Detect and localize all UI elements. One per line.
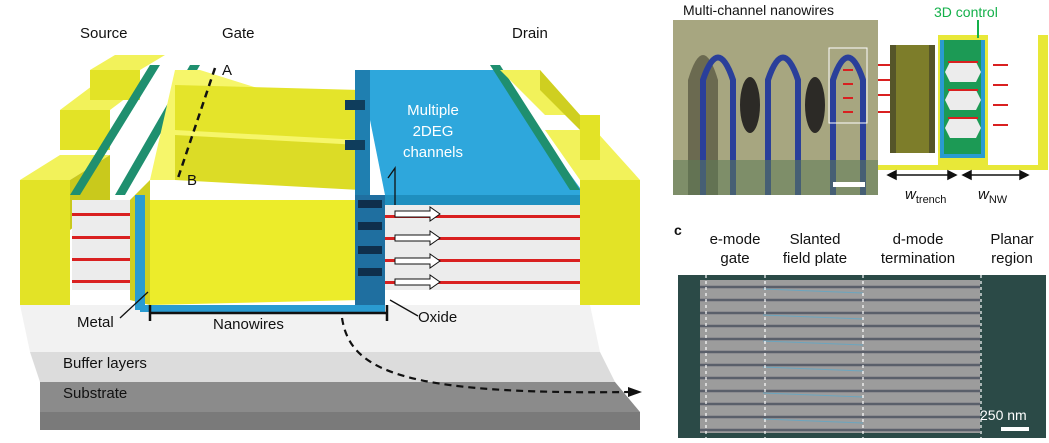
w-trench-label: wtrench — [905, 186, 946, 206]
substrate-layer — [40, 382, 640, 412]
channel-arrows — [394, 206, 441, 290]
point-a-label: A — [222, 62, 233, 79]
ab-cut-line — [176, 67, 217, 179]
gate-label: Gate — [222, 25, 255, 42]
sem-c-scale-bar — [1001, 427, 1029, 431]
planar-sem-image — [678, 275, 1046, 438]
point-b-label: B — [187, 172, 198, 189]
col-slanted-line2: field plate — [782, 250, 848, 267]
w-trench-sub: trench — [915, 194, 947, 206]
sem-scale-bar — [833, 182, 865, 187]
width-arrows — [886, 169, 1030, 181]
w-trench-main: w — [905, 186, 916, 203]
oxide-label: Oxide — [418, 309, 458, 326]
col-dmode-line1: d-mode — [892, 231, 944, 248]
col-dmode-line2: termination — [880, 250, 956, 267]
panel-c-letter: c — [674, 222, 682, 238]
col-planar-line1: Planar — [990, 231, 1034, 248]
drain-channel-stack — [385, 205, 585, 290]
metal-strip — [70, 65, 160, 195]
device-3d-schematic — [20, 55, 642, 430]
drain-pad — [580, 180, 640, 305]
nanowire-fins — [700, 54, 866, 195]
drain-label: Drain — [512, 25, 548, 42]
channels-label-line2: 2DEG — [412, 123, 454, 140]
source-label: Source — [80, 25, 128, 42]
oxide-layer — [140, 305, 385, 312]
w-nw-label: wNW — [978, 186, 1007, 206]
w-nw-sub: NW — [988, 194, 1008, 206]
channels-label-line1: Multiple — [407, 102, 459, 119]
control-label: 3D control — [934, 4, 998, 20]
col-emode: e-mode gate — [700, 230, 770, 268]
metal-label: Metal — [77, 314, 114, 331]
nanowire-lines — [700, 285, 980, 432]
col-slanted: Slanted field plate — [770, 230, 860, 268]
substrate-label: Substrate — [63, 385, 128, 402]
buffer-layer — [30, 352, 615, 382]
zoom-arrow — [340, 317, 631, 394]
drain-channel-region — [360, 70, 585, 195]
gate-body — [130, 200, 360, 305]
channels-label-line3: channels — [402, 144, 464, 161]
col-emode-line2: gate — [720, 250, 750, 267]
nanowires-label: Nanowires — [213, 316, 284, 333]
panel-b-title: Multi-channel nanowires — [683, 2, 834, 18]
scale-bar-label: 250 nm — [980, 407, 1027, 423]
w-nw-main: w — [978, 186, 989, 203]
col-planar-line2: region — [991, 250, 1033, 267]
channels-label: Multiple 2DEG channels — [388, 100, 478, 163]
col-slanted-line1: Slanted — [789, 231, 841, 248]
nanowire-sem-image — [673, 20, 878, 195]
trench-cross-section — [878, 20, 1048, 181]
col-emode-line1: e-mode — [709, 231, 761, 248]
source-pad — [20, 180, 70, 305]
col-planar: Planar region — [977, 230, 1047, 268]
buffer-label: Buffer layers — [63, 355, 147, 372]
col-dmode: d-mode termination — [868, 230, 968, 268]
